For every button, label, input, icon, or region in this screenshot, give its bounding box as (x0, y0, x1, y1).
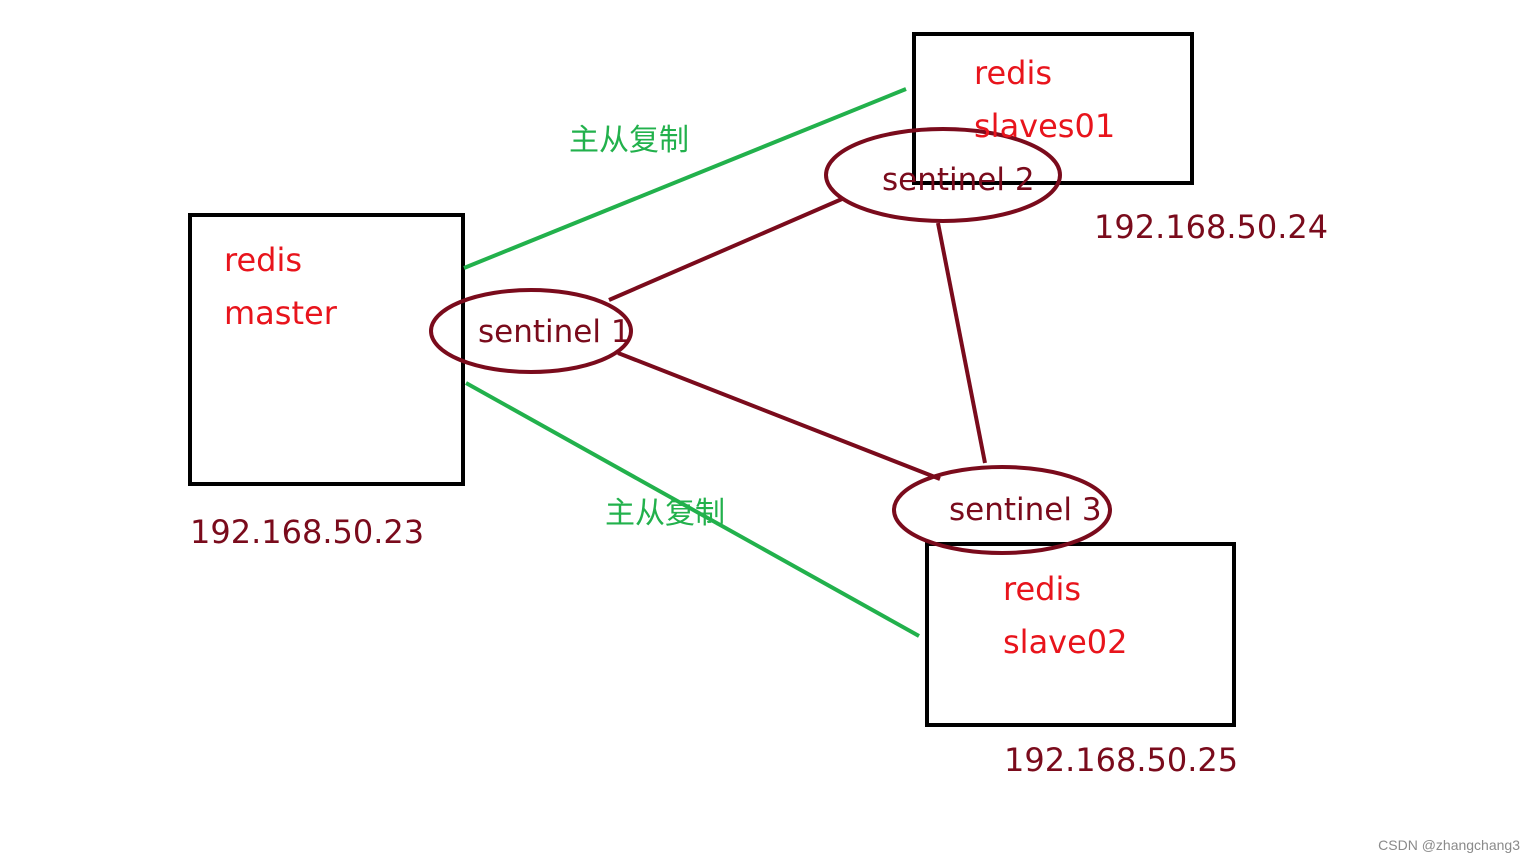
slave01-label-redis: redis (974, 54, 1052, 92)
slave01-ip: 192.168.50.24 (1094, 208, 1328, 246)
master-box (188, 213, 465, 486)
sentinel-3-ellipse (892, 465, 1112, 555)
slave02-ip: 192.168.50.25 (1004, 741, 1238, 779)
slave02-label-role: slave02 (1003, 623, 1128, 661)
slave02-label-redis: redis (1003, 570, 1081, 608)
slave01-label-role: slaves01 (974, 107, 1115, 145)
slave01-box (912, 32, 1194, 185)
sentinel-link-1-3 (617, 351, 941, 481)
sentinel-1-label: sentinel 1 (478, 314, 631, 350)
replication-line-top (463, 87, 907, 270)
watermark: CSDN @zhangchang3 (1378, 837, 1520, 853)
sentinel-1-ellipse (429, 288, 633, 374)
master-ip: 192.168.50.23 (190, 513, 424, 551)
replication-label-top: 主从复制 (569, 123, 689, 158)
sentinel-link-2-3 (936, 222, 987, 464)
replication-label-bottom: 主从复制 (605, 496, 725, 531)
replication-line-bottom (465, 381, 920, 638)
slave02-box (925, 542, 1236, 727)
sentinel-link-1-2 (608, 197, 843, 302)
sentinel-2-ellipse (824, 127, 1062, 223)
sentinel-2-label: sentinel 2 (882, 162, 1035, 198)
master-label-redis: redis (224, 241, 302, 279)
sentinel-3-label: sentinel 3 (949, 492, 1102, 528)
master-label-role: master (224, 294, 338, 332)
